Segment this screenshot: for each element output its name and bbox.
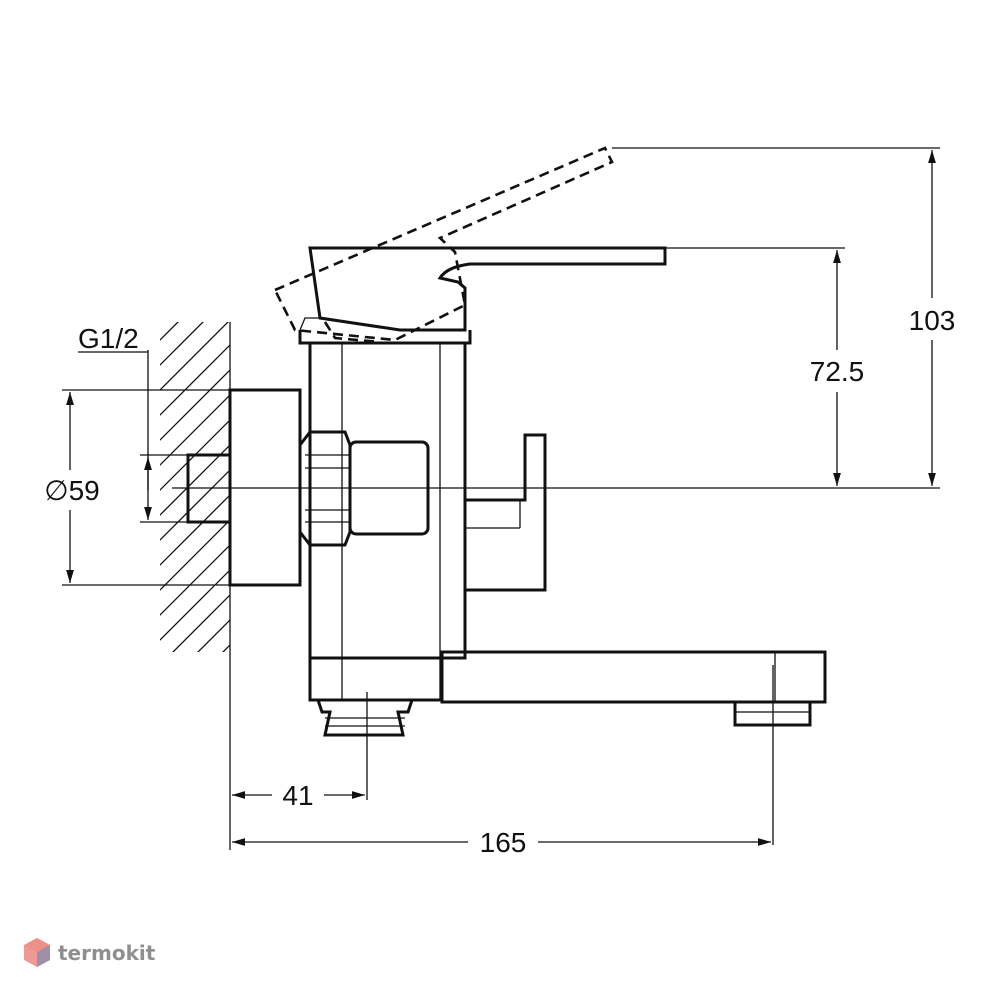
dim-165-label: 165 (480, 827, 527, 858)
spout-arm (440, 650, 827, 704)
watermark: termokit (22, 936, 155, 970)
dim-thread-label: G1/2 (78, 323, 139, 354)
dim-41-label: 41 (282, 780, 313, 811)
dim-59-label: ∅59 (44, 475, 100, 506)
dim-103-label: 103 (909, 305, 956, 336)
faucet-body (308, 341, 467, 660)
spout (308, 658, 444, 702)
dim-72-5-label: 72.5 (810, 356, 865, 387)
cartridge-cap (298, 330, 472, 345)
diverter-knob (465, 433, 547, 592)
lever-handle (308, 246, 667, 332)
termokit-logo-icon (24, 938, 50, 967)
hose-outlet (316, 699, 414, 737)
wall-hatch (160, 322, 230, 652)
lever-handle-raised (273, 146, 614, 342)
watermark-text: termokit (58, 941, 156, 965)
